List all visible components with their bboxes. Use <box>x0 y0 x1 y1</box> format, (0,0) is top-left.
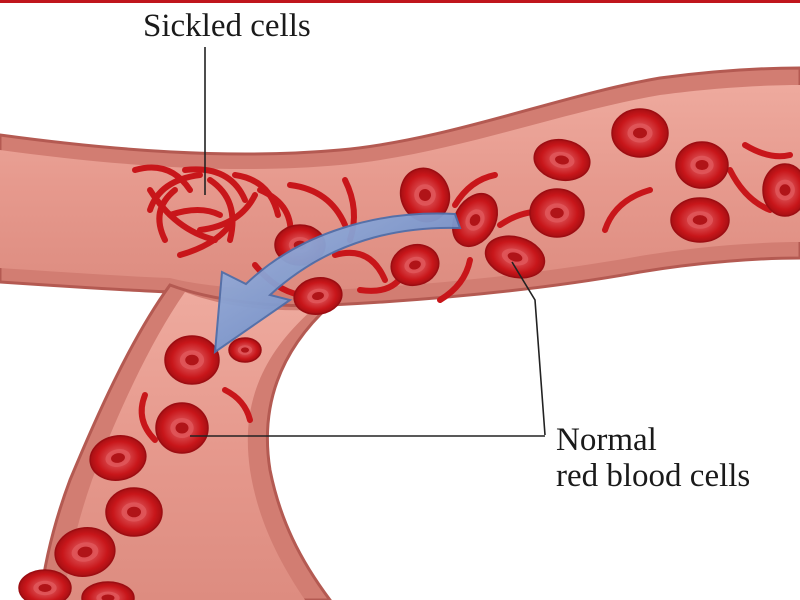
normal-red-blood-cell <box>228 337 262 363</box>
normal-red-blood-cell <box>155 402 209 454</box>
sickled-cell <box>437 257 473 303</box>
sickled-cell <box>742 142 793 160</box>
sickled-cell <box>222 387 253 423</box>
sickled-cell <box>602 187 653 233</box>
flow-arrow <box>213 212 462 355</box>
sickled-cell <box>132 164 193 193</box>
sickled-cell <box>138 392 158 443</box>
sickled-cell <box>452 172 498 208</box>
sickled-cell <box>177 222 233 258</box>
normal-red-blood-cell <box>89 435 147 481</box>
normal-red-blood-cell <box>164 335 220 385</box>
sickled-cell <box>232 172 281 218</box>
sickled-cell <box>207 177 236 243</box>
normal-red-blood-cell <box>484 235 546 279</box>
sickled-cell <box>156 187 178 243</box>
sickled-cell <box>147 172 203 213</box>
sickled-cells-cluster <box>132 142 793 443</box>
normal-red-blood-cell <box>81 581 135 600</box>
leader-lines <box>190 47 546 437</box>
sickled-cell <box>332 249 388 283</box>
top-accent-bar <box>0 0 800 3</box>
normal-red-blood-cell <box>54 527 116 577</box>
normal-red-blood-cell <box>451 193 499 247</box>
sickled-cell <box>147 187 218 243</box>
normal-red-blood-cell <box>105 487 163 537</box>
normal-red-blood-cell <box>611 108 669 158</box>
normal-red-blood-cell <box>529 188 585 238</box>
normal-cells-label: Normal red blood cells <box>556 422 750 494</box>
normal-red-blood-cell <box>390 243 440 287</box>
sickled-cell <box>182 166 248 203</box>
normal-cells-label-line1: Normal <box>556 422 657 458</box>
normal-red-blood-cell <box>762 163 800 217</box>
normal-red-blood-cells <box>18 108 800 600</box>
normal-cells-label-line2: red blood cells <box>556 458 751 494</box>
sickled-cell <box>167 207 223 218</box>
normal-red-blood-cell <box>675 141 729 189</box>
normal-leader-line-upper <box>511 261 546 436</box>
sickled-cell <box>727 167 773 213</box>
normal-red-blood-cell <box>399 167 451 223</box>
normal-red-blood-cell <box>670 197 730 243</box>
normal-red-blood-cell <box>18 569 72 600</box>
sickled-cell <box>287 182 348 228</box>
sickled-cells-label: Sickled cells <box>143 8 311 44</box>
normal-red-blood-cell <box>293 277 343 315</box>
normal-red-blood-cell <box>533 138 591 182</box>
